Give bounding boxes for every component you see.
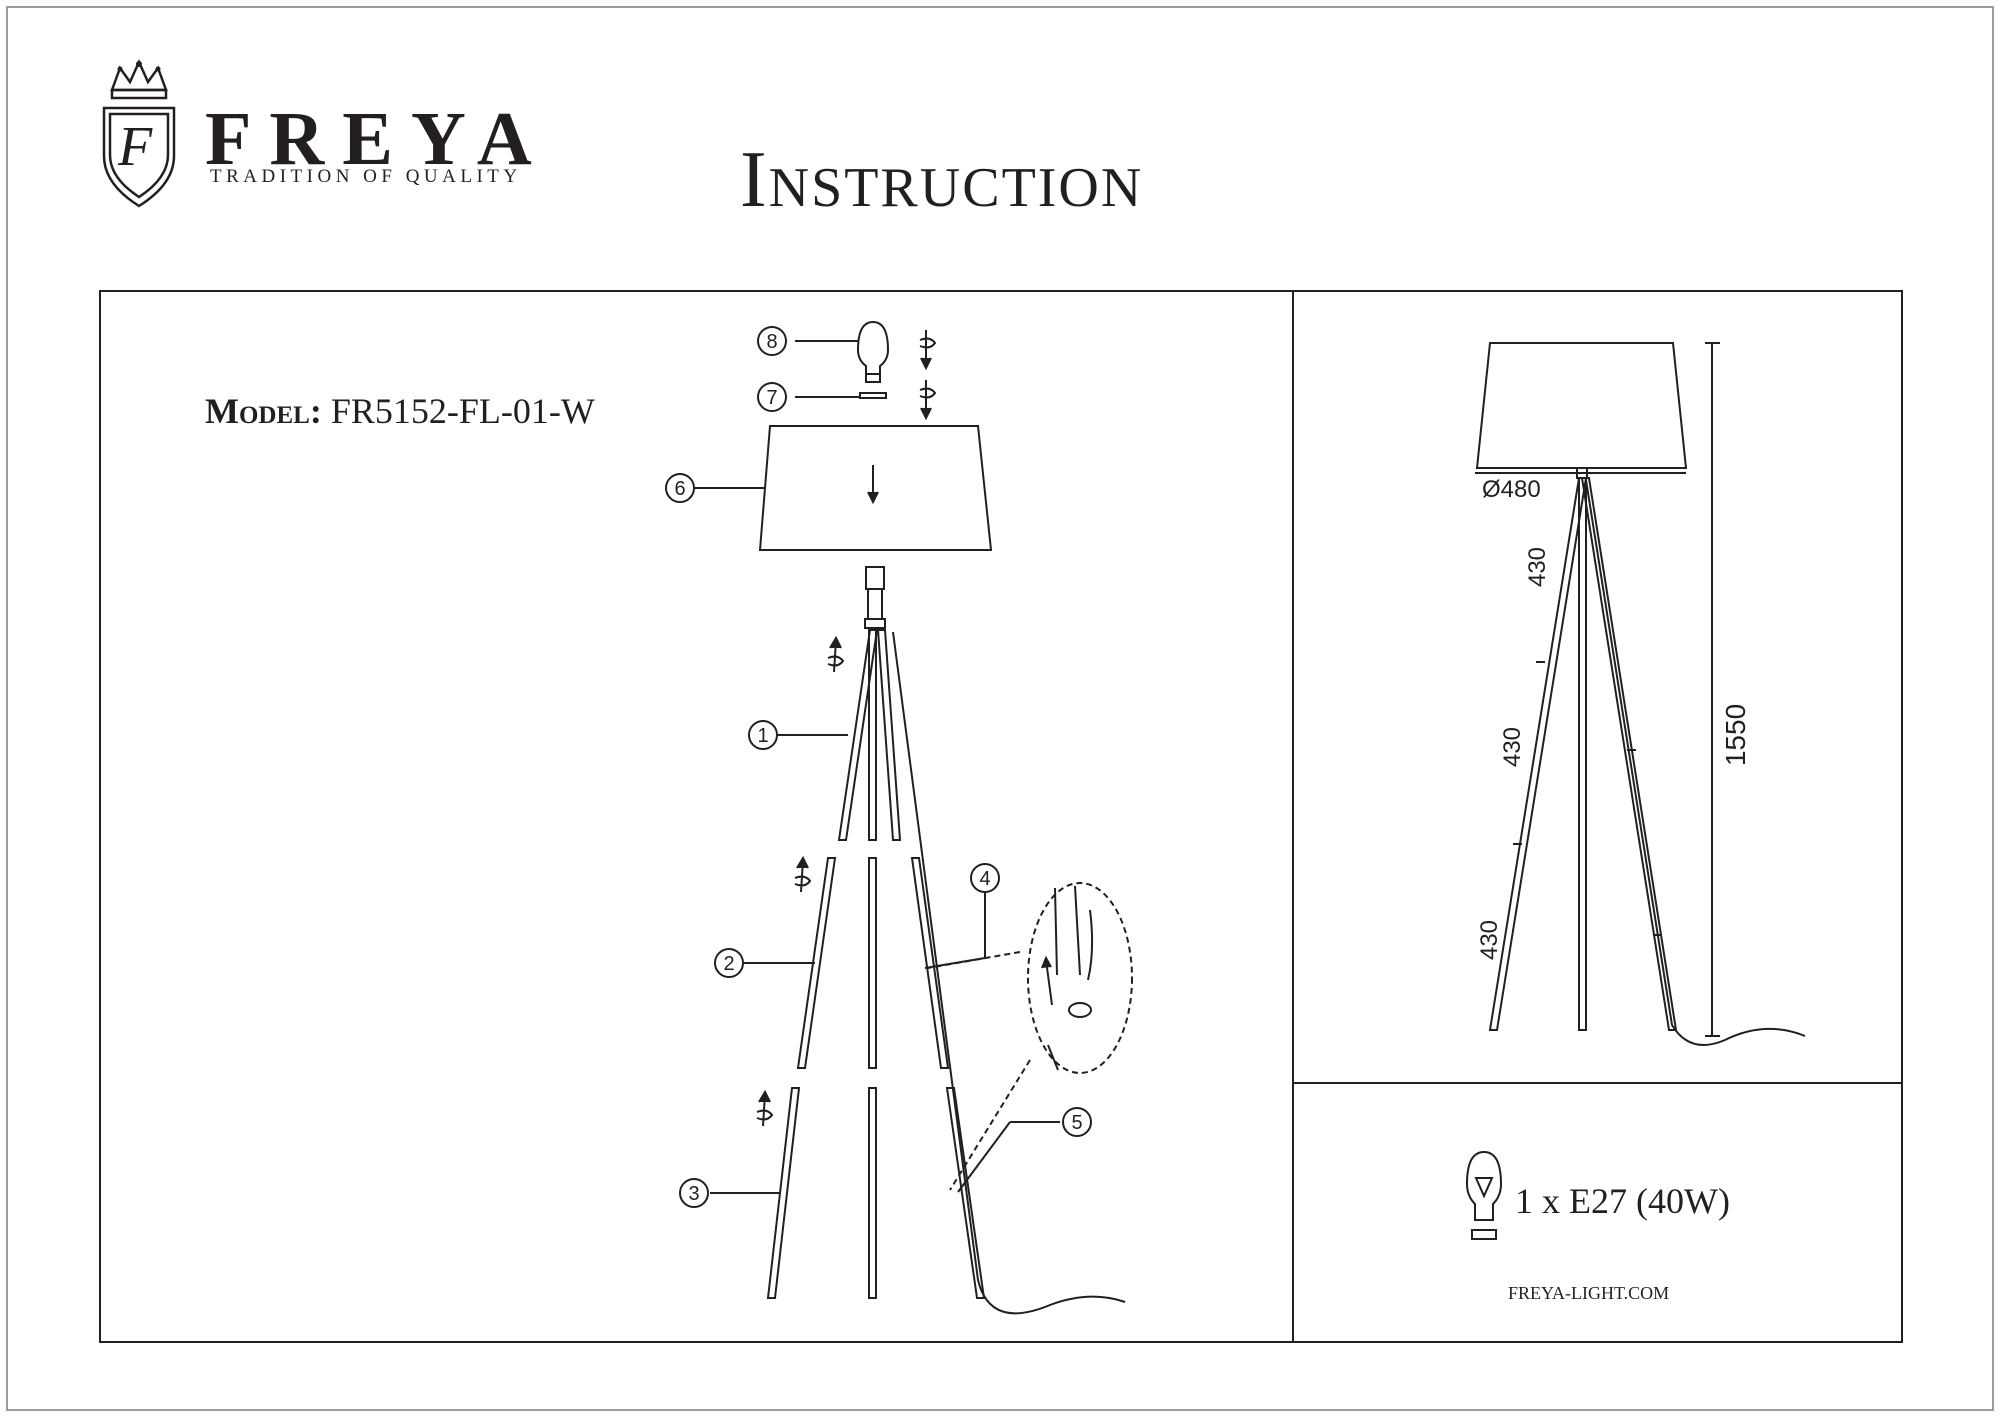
socket-drawing [865,566,885,590]
bulb-spec: 1 x E27 (40W) [1515,1181,1730,1221]
leg-bottom-right [945,1087,986,1299]
spec-panel [1292,1082,1903,1343]
cable-clip-detail [1027,882,1133,1074]
website-link[interactable]: FREYA-LIGHT.COM [1508,1283,1670,1303]
brand-name: FREYA [205,97,550,181]
callout-1-circle [748,720,778,750]
dim-leg-mid: 430 [1499,727,1526,767]
page-title: Instruction [740,136,1144,224]
model-value: FR5152-FL-01-W [330,391,595,431]
power-cable [892,631,1126,1315]
callout-5-circle [1062,1107,1092,1137]
model-label: Model: [205,391,322,431]
callout-4-circle [970,863,1000,893]
callout-7: 7 [766,387,777,409]
model-line: Model: FR5152-FL-01-W [205,390,595,432]
callout-8: 8 [766,331,777,353]
callout-3-circle [679,1178,709,1208]
callout-2-circle [714,948,744,978]
leg-mid-left [796,857,837,1069]
callout-6: 6 [674,478,685,500]
crest-logo [102,58,176,208]
callout-5: 5 [1071,1112,1082,1134]
leg-bottom-center [868,1087,877,1299]
leg-top-center [868,629,877,841]
logo-letter: F [118,116,153,178]
ring-nut [859,392,887,399]
bulb-icon [1465,1150,1503,1240]
shade-drawing [758,425,993,551]
leg-top-right [876,629,902,841]
callout-7-circle [757,382,787,412]
dim-shade [1475,342,1688,469]
brand-tagline: TRADITION OF QUALITY [210,166,522,187]
leg-bottom-left [766,1087,801,1299]
dim-leg-bottom: 430 [1476,920,1503,960]
callout-1: 1 [757,725,768,747]
dim-cable [1585,479,1806,1046]
dim-diameter: Ø480 [1482,476,1541,503]
callout-2: 2 [723,953,734,975]
page-border [6,6,1994,1411]
dim-height: 1550 [1720,704,1751,766]
leg-mid-center [868,857,877,1069]
bulb-drawing [856,320,890,375]
callout-3: 3 [688,1183,699,1205]
dim-leg-top: 430 [1524,547,1551,587]
callout-6-circle [665,473,695,503]
callout-8-circle [757,326,787,356]
dimension-drawing [1475,342,1806,1046]
callout-4: 4 [979,868,990,890]
leg-mid-right [910,857,950,1069]
